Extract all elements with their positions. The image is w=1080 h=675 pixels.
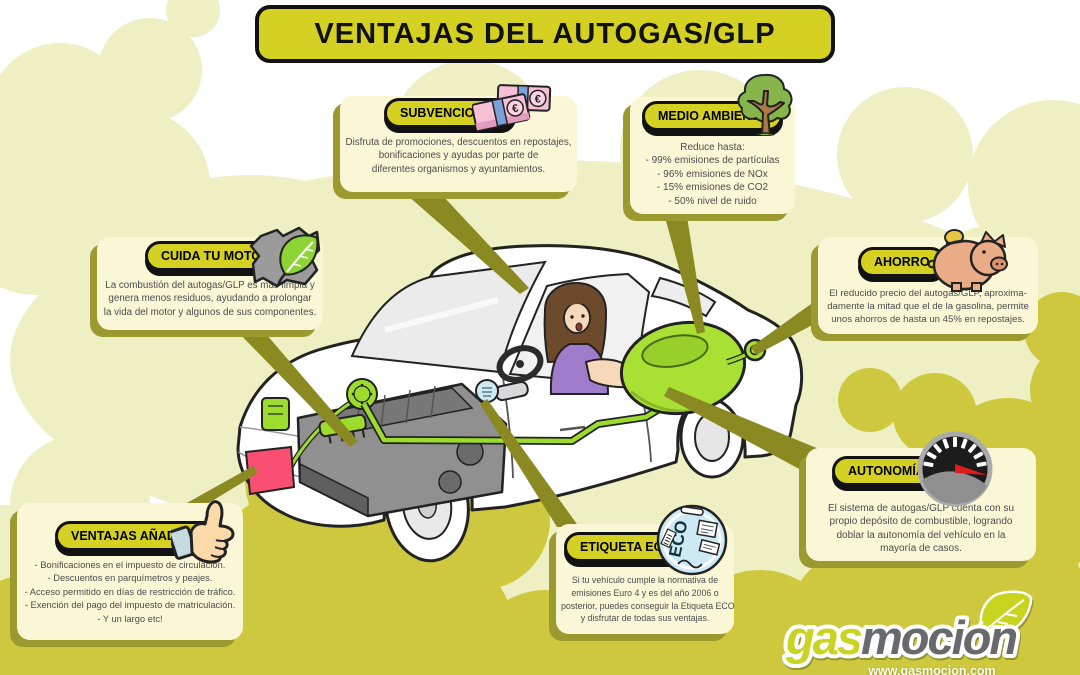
callout-text-line: Reduce hasta: — [680, 142, 745, 153]
callout-text-line: - 96% emisiones de NOx — [657, 168, 768, 180]
callout-text-line: doblar la autonomía del vehículo en la — [836, 529, 1006, 541]
piggy-bank-icon — [924, 225, 1010, 298]
tree-icon — [734, 73, 796, 142]
callout-text-line: la vida del motor y algunos de sus compo… — [103, 306, 317, 318]
logo-url: www.gasmocion.com — [868, 664, 996, 675]
money-stack-icon: € € — [471, 84, 557, 139]
callout-text-line: - 50% nivel de ruido — [668, 195, 757, 207]
euro-symbol: € — [535, 93, 542, 105]
callout-text-line: El sistema de autogas/GLP cuenta con su — [827, 503, 1015, 514]
connector-etiqueta-eco — [480, 399, 579, 527]
windshield — [350, 260, 547, 374]
euro-symbol: € — [511, 102, 519, 115]
callout-ahorro-header: AHORRO — [858, 247, 946, 277]
page-title: VENTAJAS DEL AUTOGAS/GLP — [255, 5, 835, 63]
callout-etiqueta-eco-label: ETIQUETA ECO — [580, 540, 673, 554]
engine-leaf-icon — [247, 222, 323, 297]
callout-medio-ambiente-label: MEDIO AMBIENTE — [658, 109, 768, 123]
fuel-line — [360, 402, 667, 445]
connector-cuida-tu-motor — [233, 327, 358, 447]
callout-text-line: diferentes organismos y ayuntamientos. — [371, 163, 546, 175]
callout-text-line: bonificaciones y ayudas por parte de — [378, 150, 539, 162]
callout-text-line: emisiones Euro 4 y es del año 2006 o — [571, 587, 719, 598]
callout-subvenciones: SUBVENCIONES € € — [340, 84, 577, 192]
gasmocion-logo: gasmocion — [781, 590, 1062, 670]
callout-autonomia-label: AUTONOMÍA — [848, 464, 925, 478]
eco-badge — [475, 379, 499, 403]
logo-leaf-icon — [973, 590, 1033, 639]
callout-text-line: - Exención del pago del impuesto de matr… — [24, 600, 236, 611]
callout-cuida-tu-motor-label: CUIDA TU MOTOR — [161, 249, 271, 263]
callout-text-line: Disfruta de promociones, descuentos en r… — [345, 137, 572, 148]
callout-text-line: propio depósito de combustible, logrando — [829, 516, 1013, 528]
license-plate — [244, 445, 296, 496]
callout-ahorro: AHORRO El reducido precio del au — [818, 228, 1038, 334]
callout-text-line: damente la mitad que el de la gasolina, … — [827, 301, 1029, 313]
connector-ahorro — [751, 299, 818, 355]
callout-text-line: La combustión del autogas/GLP es más lim… — [105, 280, 315, 291]
logo-text-gas: gas — [785, 611, 862, 664]
callout-text-line: genera menos residuos, ayudando a prolon… — [108, 293, 312, 305]
callout-text-line: posterior, puedes conseguir la Etiqueta … — [561, 600, 735, 611]
callout-text-line: - Acceso permitido en días de restricció… — [24, 586, 236, 597]
connector-ventajas-anadidas — [185, 466, 258, 504]
callout-cuida-tu-motor: CUIDA TU MOTOR La combustión del autogas… — [97, 226, 323, 330]
logo-text-mocion: mocion — [861, 611, 1016, 664]
connector-subvenciones — [391, 181, 529, 294]
connector-lines — [185, 181, 819, 527]
callout-ventajas-anadidas: VENTAJAS AÑADIDAS - Bonificaciones en el… — [17, 500, 243, 640]
callout-text-line: - 99% emisiones de partículas — [645, 155, 780, 167]
callout-text-line: El reducido precio del autogas/GLP, apro… — [829, 288, 1027, 299]
callout-text-line: mayoría de casos. — [880, 543, 962, 555]
fuel-gauge-icon — [916, 430, 994, 513]
connector-medio-ambiente — [663, 210, 705, 334]
callout-ahorro-label: AHORRO — [874, 255, 930, 269]
thumbs-up-icon — [167, 496, 241, 571]
callout-medio-ambiente: MEDIO AMBIENTE Reduce hasta: - 99% emisi… — [630, 73, 795, 214]
callout-text-line: - Descuentos en parquímetros y peajes. — [47, 573, 213, 584]
driver-woman — [543, 281, 640, 395]
callout-autonomia: AUTONOMÍA El sis — [806, 431, 1036, 561]
svg-text:gasmocion: gasmocion — [785, 611, 1016, 664]
car-illustration — [236, 244, 804, 563]
callout-etiqueta-eco: ETIQUETA ECO ECO — [556, 504, 735, 634]
steering-wheel — [496, 345, 544, 383]
callout-text-line: - Bonificaciones en el impuesto de circu… — [34, 560, 226, 570]
callout-text-line: unos ahorros de hasta un 45% en repostaj… — [831, 314, 1025, 326]
lpg-engine-components — [261, 378, 378, 472]
connector-autonomia — [664, 387, 819, 471]
callout-text-line: - Y un largo etc! — [97, 613, 163, 624]
callout-text-line: - 15% emisiones de CO2 — [656, 182, 769, 194]
callout-text-line: Si tu vehículo cumple la normativa de — [571, 575, 719, 585]
callout-text-line: y disfrutar de todas sus ventajas. — [580, 613, 710, 624]
eco-sticker-icon: ECO — [652, 502, 732, 583]
